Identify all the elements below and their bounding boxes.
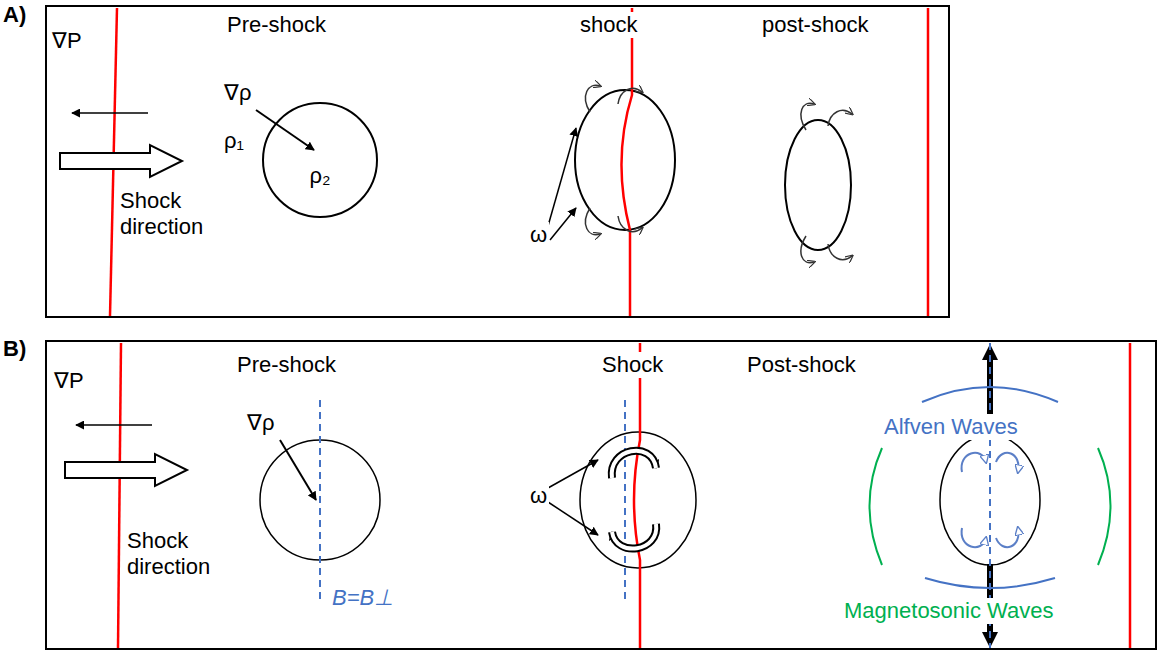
- stage-title: post-shock: [760, 12, 870, 38]
- vorticity-label: ω: [528, 222, 549, 248]
- density-gradient-arrow: [280, 440, 316, 500]
- circle-outline: [262, 102, 378, 218]
- vortex-arrow: [996, 528, 1019, 547]
- pressure-gradient-arrow: [72, 112, 148, 114]
- shock-front: [118, 343, 121, 648]
- alfven-wavefront: [925, 578, 1055, 588]
- density-label: ρ₂: [309, 163, 330, 189]
- density-gradient-label: ∇ρ: [222, 80, 254, 106]
- bubble-circle: ρ₂: [262, 102, 378, 218]
- density-gradient-label: ∇ρ: [245, 410, 277, 436]
- wave-label: Magnetosonic Waves: [842, 598, 1056, 624]
- panel-frame: ρ₂A): [45, 5, 950, 318]
- panel-heading: A): [3, 2, 26, 28]
- magnetosonic-wavefront: [1098, 448, 1111, 565]
- vortex-arrow: [618, 88, 642, 104]
- vortex-arrow: [996, 453, 1019, 472]
- alfven-wavefront: [922, 387, 1058, 402]
- stage-title: Pre-shock: [235, 352, 338, 378]
- magnetosonic-wavefront: [870, 448, 883, 565]
- vortex-arrow: [612, 451, 656, 478]
- magnetic-field-line: [624, 400, 626, 600]
- stage-title: shock: [578, 12, 639, 38]
- pressure-gradient-label: ∇P: [52, 368, 86, 394]
- leader-arrow: [548, 502, 598, 535]
- shock-front: [634, 343, 640, 648]
- leader-arrow: [550, 208, 576, 240]
- stage-title: Pre-shock: [225, 12, 328, 38]
- pressure-gradient-label: ∇P: [50, 28, 84, 54]
- vortex-arrow: [612, 524, 656, 549]
- shock-front: [621, 8, 632, 316]
- leader-arrow: [548, 460, 598, 488]
- shock-direction-label: Shock direction: [118, 188, 222, 241]
- vortex-arrow: [828, 244, 852, 260]
- vortex-arrow: [801, 236, 814, 263]
- vortex-arrow: [585, 208, 600, 235]
- vortex-arrow: [962, 528, 986, 547]
- density-label: ρ₁: [222, 128, 246, 154]
- pressure-gradient-arrow: [76, 424, 152, 426]
- shock-front: [1129, 343, 1132, 648]
- stage-title: Post-shock: [745, 352, 858, 378]
- bubble-outline: [785, 120, 851, 250]
- leader-arrow: [548, 128, 576, 226]
- magnetic-field-line: [319, 400, 321, 600]
- shock-direction-arrow: [65, 454, 187, 486]
- wave-label: Alfven Waves: [882, 414, 1020, 440]
- vortex-arrow: [962, 453, 986, 472]
- shock-direction-label: Shock direction: [125, 528, 229, 581]
- shock-direction-arrow: [60, 145, 182, 177]
- vorticity-label: ω: [528, 483, 549, 509]
- vortex-arrow: [801, 103, 814, 130]
- vortex-arrow: [585, 85, 600, 112]
- stage-title: Shock: [600, 352, 665, 378]
- vortex-arrow: [618, 216, 642, 232]
- field-label: B=B⊥: [330, 585, 395, 611]
- vortex-arrow: [828, 110, 852, 126]
- vortex-arrow: [612, 451, 656, 478]
- shock-front: [927, 8, 930, 316]
- vortex-arrow: [612, 524, 656, 549]
- bubble-outline: [580, 432, 696, 568]
- bubble-outline: [263, 103, 377, 217]
- panel-heading: B): [3, 336, 26, 362]
